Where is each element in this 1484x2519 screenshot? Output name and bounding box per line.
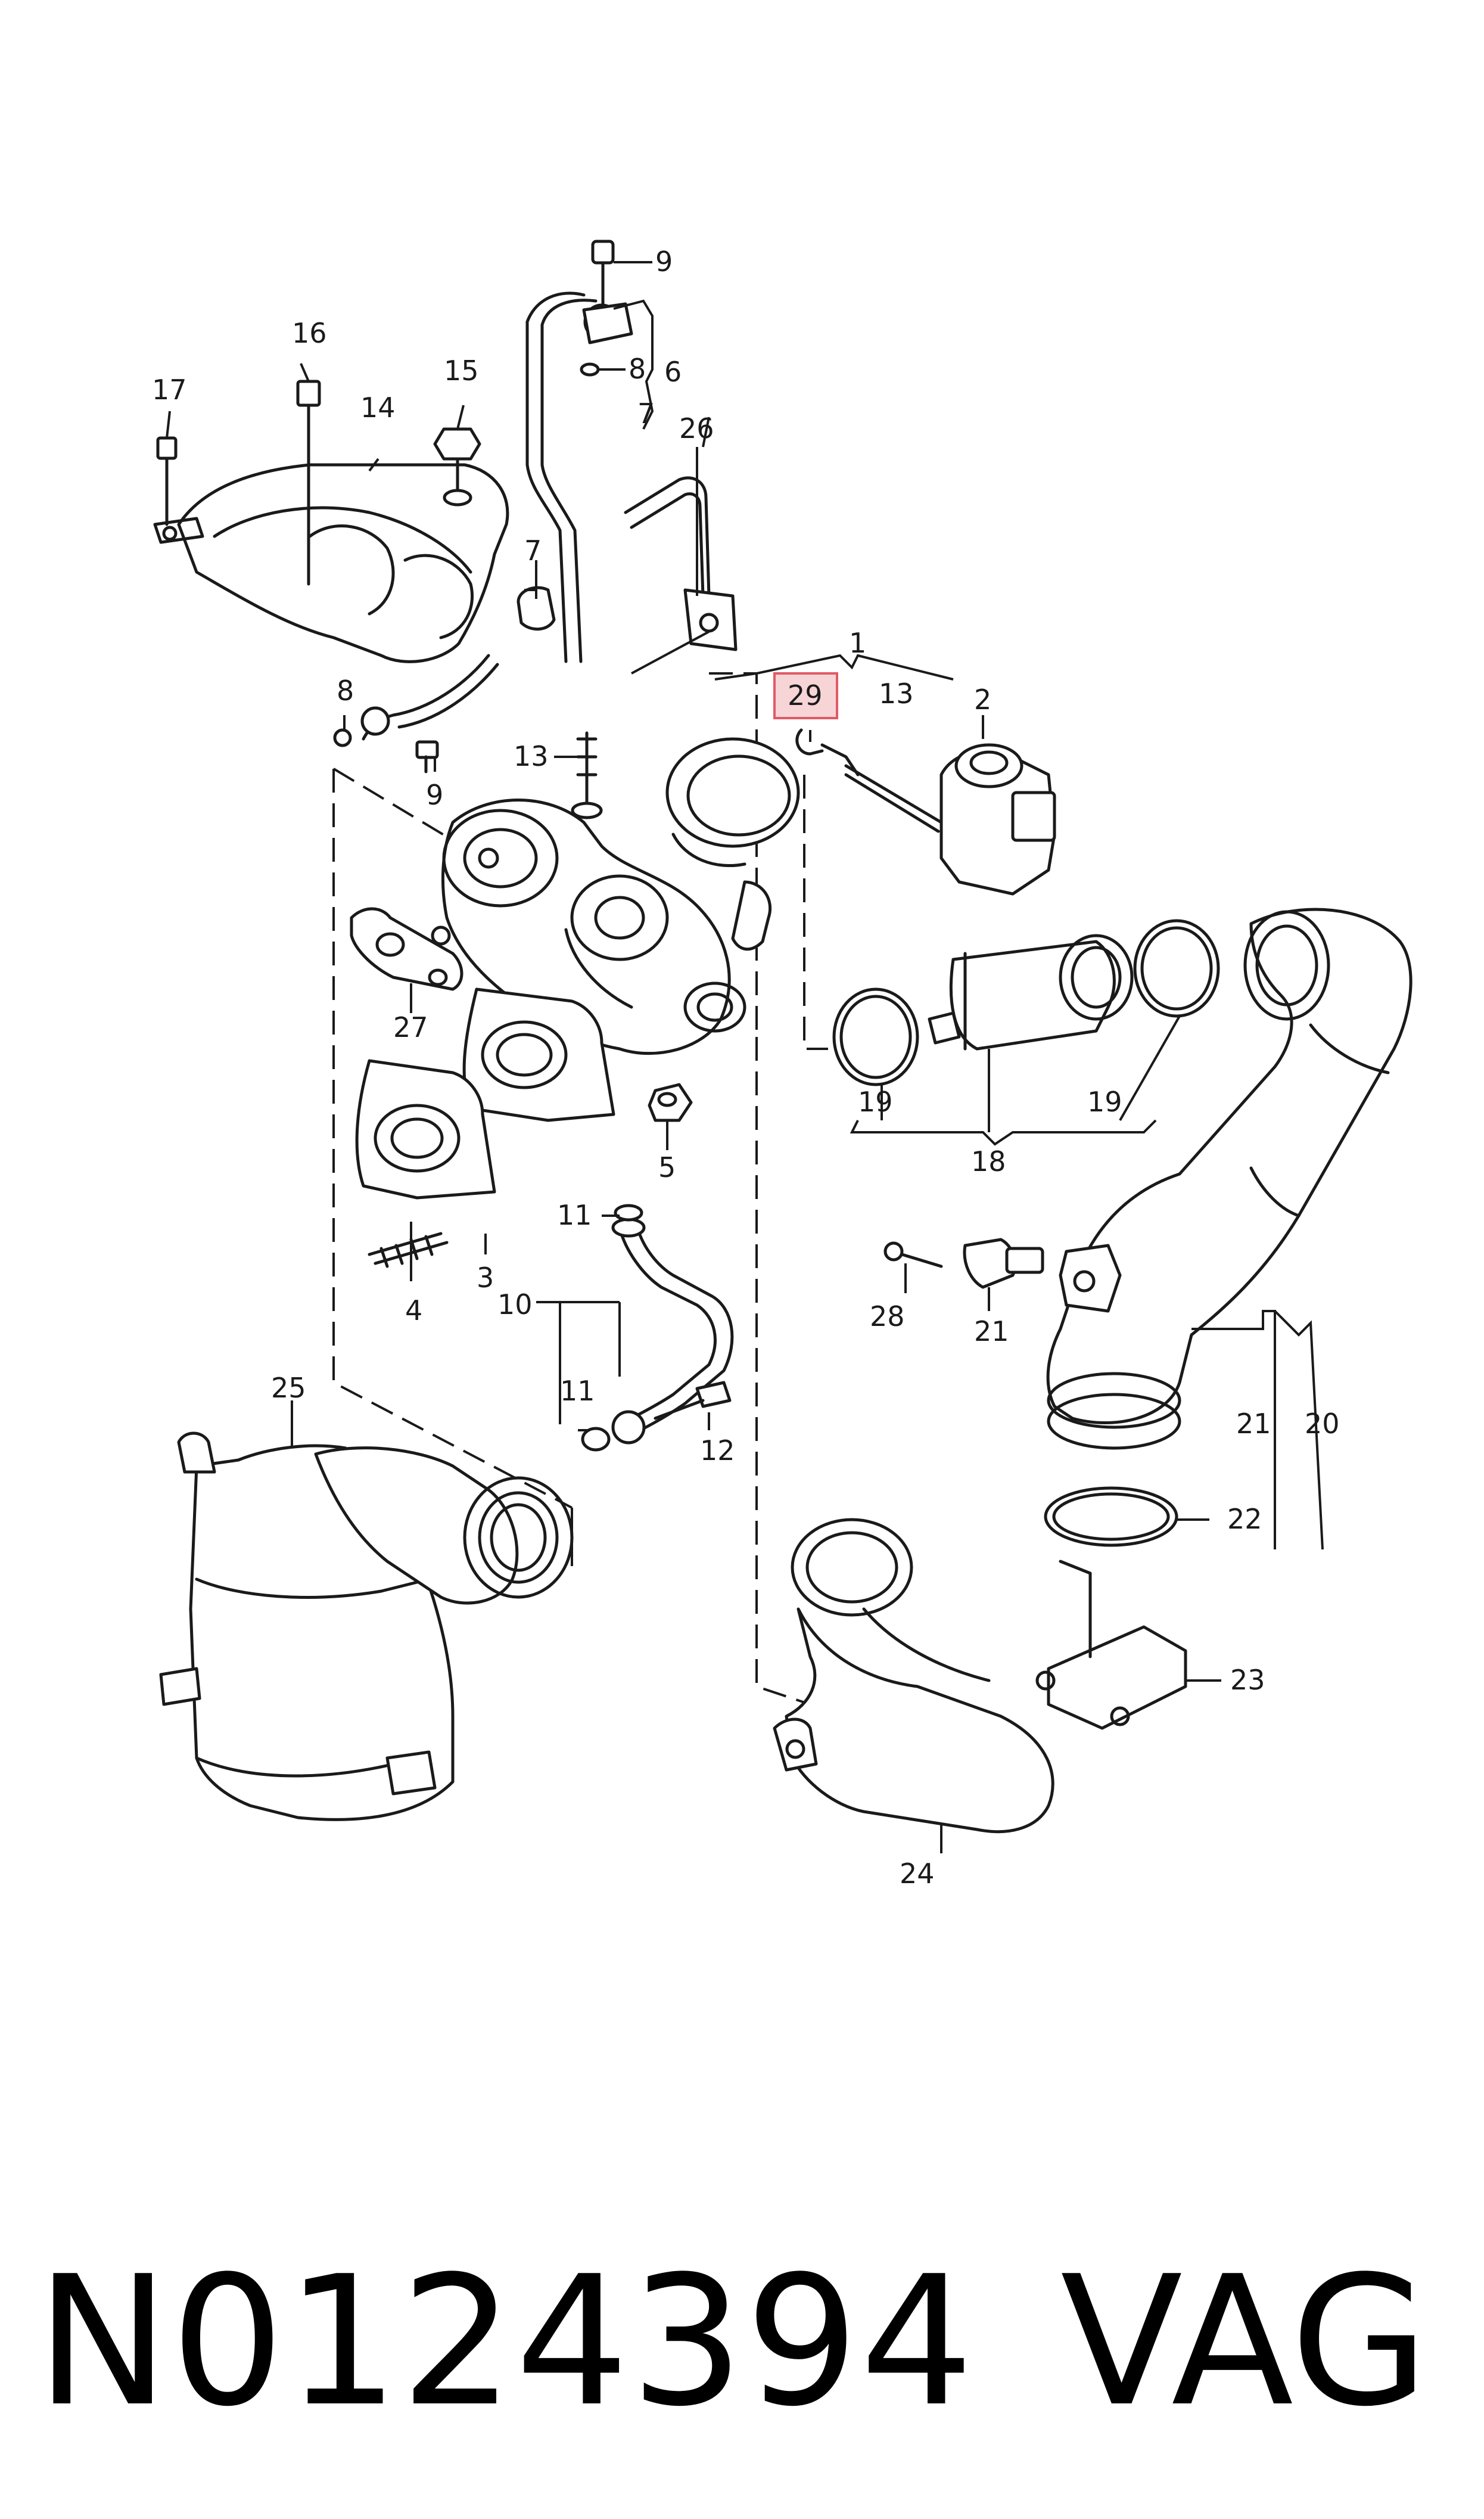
pipe-clip-7	[517, 560, 556, 631]
rod-13-right	[844, 764, 943, 833]
wastegate-part-27	[350, 907, 463, 991]
catalytic-converter-25	[159, 1431, 574, 1821]
highlight-box-29	[773, 672, 838, 719]
callout-labels: 1 2 3 4 5 6 7 7 8 8 9 9 10 11 11 12 13 1…	[152, 246, 1340, 1890]
callout-14: 14	[360, 392, 396, 424]
stud-13	[571, 731, 603, 819]
leader-lines	[166, 261, 1324, 1853]
bolt-28	[883, 1241, 943, 1268]
callout-26: 26	[679, 412, 714, 445]
callout-25: 25	[271, 1372, 306, 1404]
diverter-valve-2	[939, 743, 1056, 896]
bolt-17	[156, 436, 178, 526]
charge-air-pipe-1	[665, 737, 800, 868]
callout-23: 23	[1230, 1664, 1265, 1696]
callout-13a: 13	[514, 740, 549, 772]
o-ring-19-right	[1133, 919, 1220, 1018]
brand-name: VAG	[1060, 2238, 1429, 2446]
clip-29	[795, 728, 860, 776]
callout-7b: 7	[524, 535, 542, 567]
callout-28: 28	[870, 1300, 905, 1333]
turbocharger-part	[441, 799, 772, 1055]
callout-9a: 9	[655, 246, 673, 278]
callout-10: 10	[497, 1288, 533, 1321]
callout-22: 22	[1227, 1503, 1262, 1535]
callout-2: 2	[974, 684, 991, 716]
callout-4: 4	[405, 1294, 422, 1327]
bolt-16	[296, 380, 321, 586]
callout-8a: 8	[629, 353, 646, 385]
nut-5	[648, 1083, 693, 1122]
footer: N0124394 VAG	[0, 2253, 1484, 2431]
oil-supply-pipe	[525, 240, 633, 663]
connector-fitting-8	[333, 654, 499, 774]
callout-17: 17	[152, 374, 187, 406]
callout-8b: 8	[337, 675, 354, 707]
stud-4	[368, 1232, 449, 1268]
connector-bracket-21	[1059, 1244, 1122, 1313]
callout-13b: 13	[879, 678, 914, 710]
pressure-pipe-20	[1046, 908, 1413, 1450]
callout-12: 12	[700, 1434, 735, 1467]
o-ring-19-left	[832, 987, 919, 1086]
callout-19a: 19	[858, 1086, 893, 1118]
intake-pipe-24	[773, 1518, 1054, 1834]
part-number: N0124394	[36, 2238, 975, 2446]
callout-11a: 11	[557, 1199, 592, 1231]
callout-20: 20	[1305, 1408, 1340, 1440]
callout-16: 16	[292, 317, 327, 349]
callout-6: 6	[664, 356, 682, 388]
callout-21a: 21	[974, 1315, 1009, 1347]
callout-19b: 19	[1087, 1086, 1122, 1118]
callout-5: 5	[658, 1151, 676, 1184]
callout-21b: 21	[1236, 1408, 1271, 1440]
callout-18: 18	[971, 1145, 1006, 1178]
bracket-23	[1035, 1560, 1187, 1730]
gasket-flange-3	[355, 1059, 496, 1200]
callout-11b: 11	[560, 1375, 595, 1407]
o-ring-22	[1044, 1486, 1178, 1547]
heat-shield-part	[153, 463, 509, 663]
callout-29: 29	[788, 679, 823, 712]
oil-drain-pipe-10	[581, 1204, 734, 1452]
callout-24: 24	[900, 1858, 935, 1890]
callout-1: 1	[849, 627, 866, 659]
callout-3: 3	[477, 1262, 494, 1294]
nut-15	[433, 427, 481, 507]
intercooler-hose-18	[928, 934, 1134, 1051]
callout-7a: 7	[637, 397, 655, 430]
callout-9b: 9	[426, 779, 443, 811]
callout-15: 15	[444, 355, 479, 387]
sensor-21	[963, 1238, 1044, 1289]
oil-return-pipe-26	[624, 476, 738, 651]
callout-27: 27	[393, 1011, 428, 1043]
